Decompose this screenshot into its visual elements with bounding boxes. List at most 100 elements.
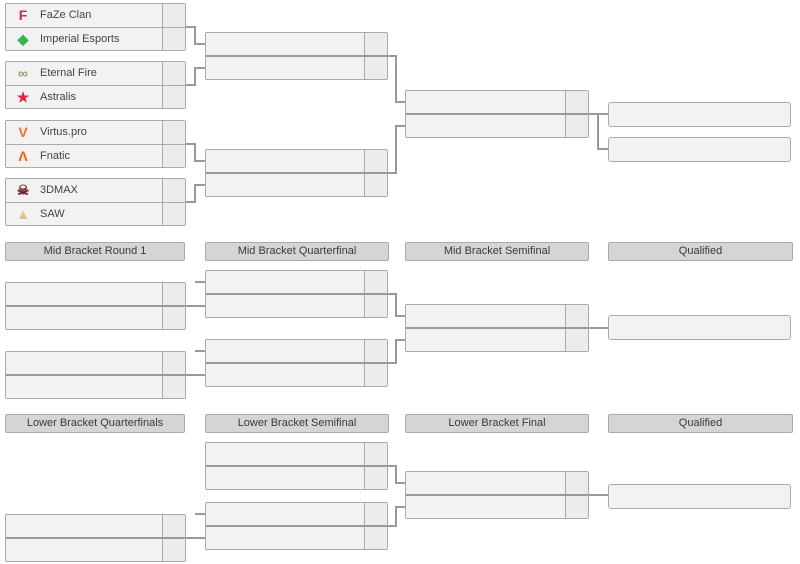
score-cell (364, 271, 387, 293)
team-row-virtus-pro[interactable]: V Virtus.pro (6, 121, 185, 144)
team-name: Astralis (40, 90, 77, 103)
score-cell (162, 144, 185, 167)
connector-line (395, 125, 397, 174)
team-slot (206, 465, 387, 489)
score-cell (364, 467, 387, 489)
team-row-faze-clan[interactable]: F FaZe Clan (6, 4, 185, 27)
match-upper-qf2: ∞ Eternal Fire ★ Astralis (5, 61, 186, 109)
team-slot (406, 305, 588, 327)
header-lower-bracket-quarterfinals: Lower Bracket Quarterfinals (5, 414, 185, 433)
team-name: SAW (40, 207, 65, 220)
connector-line (395, 506, 405, 508)
score-cell (565, 472, 588, 494)
team-slot (206, 55, 387, 79)
score-cell (162, 4, 185, 27)
connector-line (186, 143, 196, 145)
connector-line (395, 339, 397, 364)
match-mid-qf1 (205, 270, 388, 318)
team-slot (206, 150, 387, 172)
match-upper-sf1 (205, 32, 388, 80)
header-lower-qualified: Qualified (608, 414, 793, 433)
score-cell (162, 352, 185, 374)
team-row-eternal-fire[interactable]: ∞ Eternal Fire (6, 62, 185, 85)
team-row-saw[interactable]: ▲ SAW (6, 201, 185, 225)
connector-line (589, 327, 608, 329)
astralis-icon: ★ (16, 88, 30, 105)
score-cell (162, 179, 185, 202)
team-slot (406, 494, 588, 518)
connector-line (395, 101, 405, 103)
team-slot (206, 525, 387, 549)
score-cell (364, 174, 387, 196)
connector-line (597, 113, 599, 150)
fnatic-icon: Λ (18, 147, 28, 164)
match-upper-qf3: V Virtus.pro Λ Fnatic (5, 120, 186, 168)
connector-line (194, 184, 205, 186)
score-cell (162, 539, 185, 561)
team-name: Eternal Fire (40, 67, 97, 80)
connector-line (186, 26, 196, 28)
match-lower-sf1 (205, 442, 388, 490)
score-cell (364, 295, 387, 317)
score-cell (565, 496, 588, 518)
score-cell (364, 364, 387, 386)
team-slot (6, 374, 185, 398)
score-cell (364, 33, 387, 55)
score-cell (565, 329, 588, 351)
team-slot (206, 362, 387, 386)
connector-stub (195, 350, 205, 352)
header-lower-bracket-semifinal: Lower Bracket Semifinal (205, 414, 389, 433)
match-lower-sf2 (205, 502, 388, 550)
connector-line (386, 525, 397, 527)
connector-line (395, 339, 405, 341)
score-cell (162, 27, 185, 50)
match-mid-r1-1 (5, 282, 186, 330)
team-slot (206, 271, 387, 293)
header-mid-bracket-semifinal: Mid Bracket Semifinal (405, 242, 589, 261)
virtus-pro-icon: V (18, 124, 28, 141)
connector-line (395, 293, 397, 317)
team-slot (206, 33, 387, 55)
saw-icon: ▲ (16, 205, 30, 222)
team-name: Fnatic (40, 149, 70, 162)
connector-line (186, 84, 196, 86)
team-row-3dmax[interactable]: ☠ 3DMAX (6, 179, 185, 202)
match-upper-sf2 (205, 149, 388, 197)
header-mid-bracket-round-1: Mid Bracket Round 1 (5, 242, 185, 261)
score-cell (364, 443, 387, 465)
score-cell (162, 283, 185, 305)
team-row-imperial-esports[interactable]: ◆ Imperial Esports (6, 26, 185, 50)
score-cell (162, 121, 185, 144)
header-mid-qualified: Qualified (608, 242, 793, 261)
score-cell (162, 376, 185, 398)
connector-line (589, 494, 608, 496)
match-upper-qf1: F FaZe Clan ◆ Imperial Esports (5, 3, 186, 51)
connector-line (597, 148, 608, 150)
score-cell (565, 115, 588, 137)
score-cell (364, 340, 387, 362)
score-cell (162, 62, 185, 85)
connector-line (395, 55, 397, 103)
team-slot (206, 293, 387, 317)
match-lower-quarterfinal (5, 514, 186, 562)
connector-line (386, 465, 397, 467)
connector-line (395, 506, 397, 527)
team-row-astralis[interactable]: ★ Astralis (6, 84, 185, 108)
match-upper-qf4: ☠ 3DMAX ▲ SAW (5, 178, 186, 226)
connector-line (186, 201, 196, 203)
team-row-fnatic[interactable]: Λ Fnatic (6, 143, 185, 167)
faze-clan-icon: F (18, 7, 28, 24)
team-slot (206, 340, 387, 362)
connector-line (194, 160, 205, 162)
score-cell (364, 503, 387, 525)
imperial-esports-icon: ◆ (17, 30, 29, 47)
qualified-slot-upper-1 (608, 102, 791, 127)
connector-line (194, 43, 205, 45)
qualified-slot-upper-2 (608, 137, 791, 162)
connector-line (395, 315, 405, 317)
connector-line (194, 184, 196, 203)
score-cell (162, 85, 185, 108)
team-name: Virtus.pro (40, 126, 87, 139)
connector-line (395, 465, 397, 484)
connector-line (386, 172, 397, 174)
